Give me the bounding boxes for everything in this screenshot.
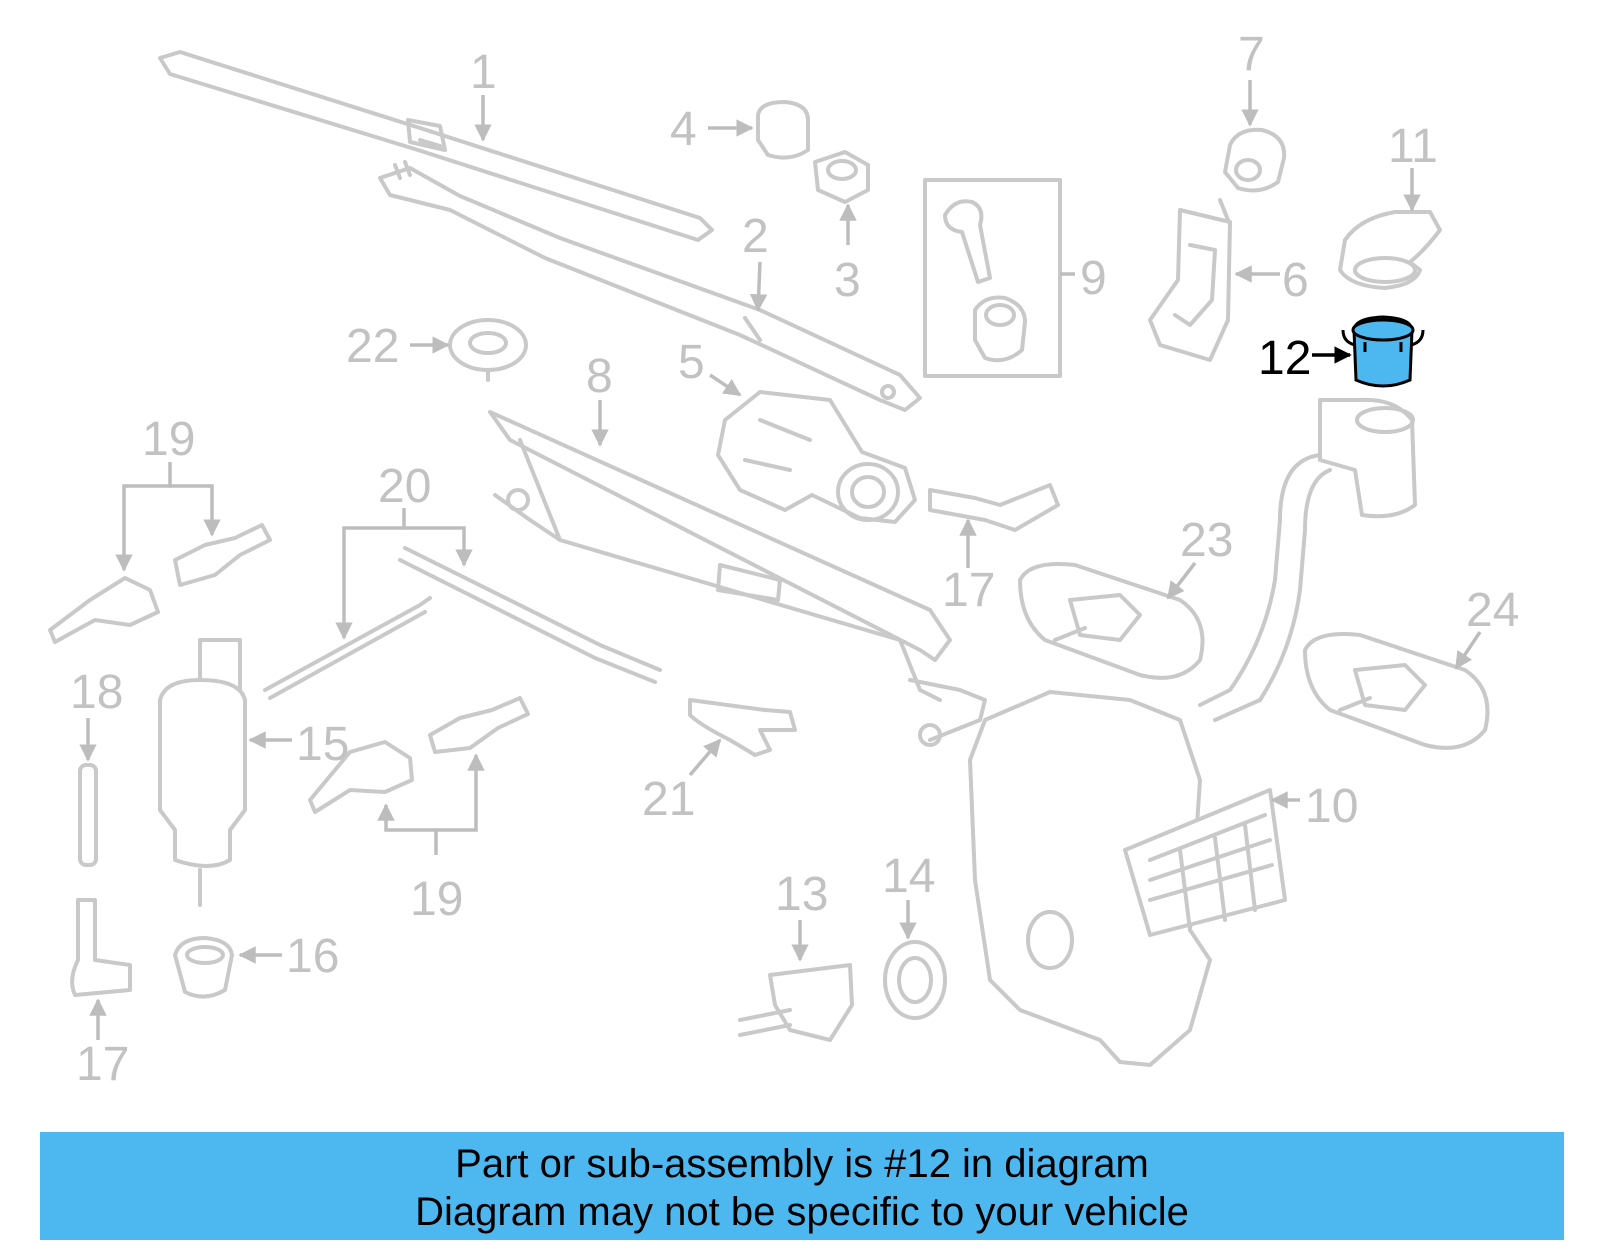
kit-box-part-9 bbox=[923, 178, 1062, 378]
linkage-part-8 bbox=[488, 410, 987, 747]
grommet-part-14 bbox=[883, 940, 947, 1020]
sensor-part-13 bbox=[738, 963, 854, 1042]
callout-13: 13 bbox=[775, 868, 828, 921]
connector-part-17-left bbox=[70, 898, 132, 997]
callout-21: 21 bbox=[642, 773, 695, 826]
callout-18: 18 bbox=[70, 666, 123, 719]
banner-disclaimer-line: Diagram may not be specific to your vehi… bbox=[415, 1190, 1189, 1234]
nozzle-plate-part-23 bbox=[1018, 562, 1205, 680]
callout-1: 1 bbox=[470, 46, 497, 99]
callout-24: 24 bbox=[1466, 584, 1519, 637]
bracket-part-6 bbox=[1148, 198, 1232, 362]
callout-12: 12 bbox=[1258, 332, 1311, 385]
wiper-arm-part-2 bbox=[378, 160, 922, 412]
cap-part-4 bbox=[756, 100, 810, 160]
y-connector-part-21 bbox=[688, 698, 797, 757]
banner-part-line: Part or sub-assembly is #12 in diagram bbox=[455, 1142, 1149, 1186]
callout-7: 7 bbox=[1238, 28, 1265, 81]
connector-part-17-right bbox=[928, 483, 1060, 532]
callout-22: 22 bbox=[346, 320, 399, 373]
callout-10: 10 bbox=[1305, 780, 1358, 833]
callout-8: 8 bbox=[586, 350, 613, 403]
info-banner: Part or sub-assembly is #12 in diagram D… bbox=[40, 1132, 1564, 1240]
grommet-part-7 bbox=[1223, 127, 1287, 193]
callout-5: 5 bbox=[678, 336, 705, 389]
callout-labels: 1 2 3 4 5 6 7 8 9 10 11 12 13 14 15 16 1… bbox=[70, 28, 1519, 1091]
cap-part-11 bbox=[1338, 210, 1442, 290]
reservoir-part-10 bbox=[968, 690, 1287, 1067]
nozzle-part-19-upper bbox=[48, 523, 272, 644]
filler-cap-part-12 bbox=[1341, 315, 1425, 388]
callout-16: 16 bbox=[286, 930, 339, 983]
grommet-part-16 bbox=[173, 936, 234, 999]
tube-part-18 bbox=[78, 763, 98, 867]
wiper-motor-part-5 bbox=[716, 390, 917, 524]
filler-neck-tube bbox=[1198, 397, 1417, 722]
rods-part-20 bbox=[263, 546, 662, 700]
callout-15: 15 bbox=[296, 718, 349, 771]
pump-part-15 bbox=[158, 638, 247, 907]
nozzle-part-19-lower bbox=[308, 696, 530, 814]
callout-17-right: 17 bbox=[942, 564, 995, 617]
callout-17-left: 17 bbox=[76, 1038, 129, 1091]
nozzle-plate-part-24 bbox=[1303, 632, 1490, 750]
callout-4: 4 bbox=[670, 103, 697, 156]
leader-lines bbox=[79, 80, 1482, 1040]
clip-part-22 bbox=[448, 318, 528, 382]
callout-23: 23 bbox=[1180, 514, 1233, 567]
callout-20: 20 bbox=[378, 460, 431, 513]
callout-9: 9 bbox=[1080, 252, 1107, 305]
callout-6: 6 bbox=[1282, 254, 1309, 307]
callout-2: 2 bbox=[742, 210, 769, 263]
callout-3: 3 bbox=[834, 254, 861, 307]
callout-11: 11 bbox=[1388, 120, 1438, 173]
callout-19-lower: 19 bbox=[410, 873, 463, 926]
callout-14: 14 bbox=[882, 850, 935, 903]
callout-19-upper: 19 bbox=[142, 413, 195, 466]
wiper-arm-part-1 bbox=[158, 50, 714, 242]
nut-part-3 bbox=[813, 150, 870, 204]
